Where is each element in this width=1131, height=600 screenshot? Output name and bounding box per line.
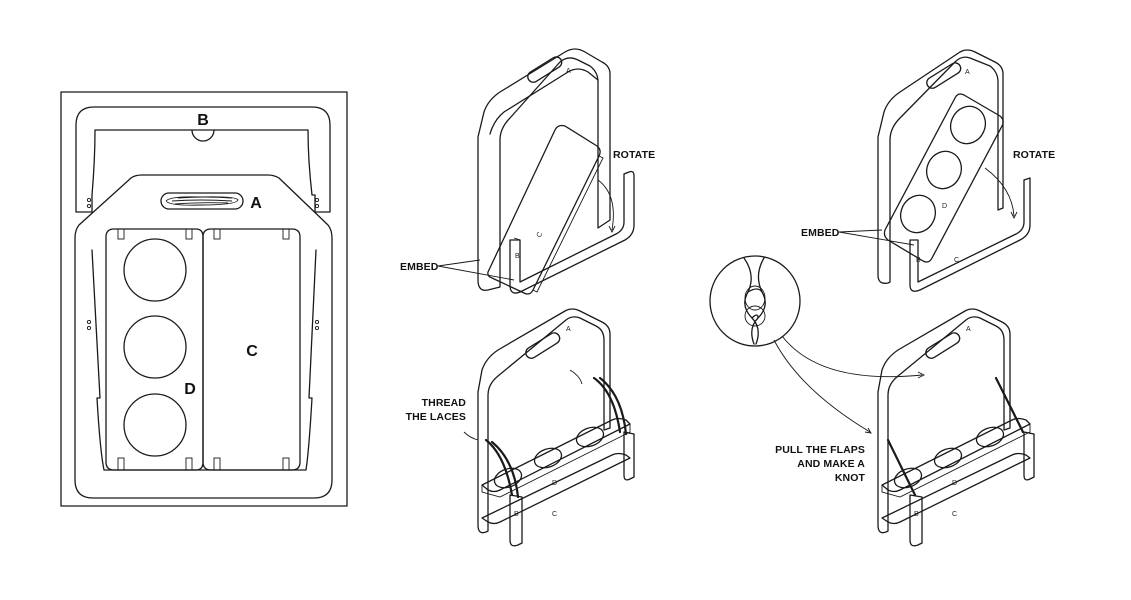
- cup-hole-1: [123, 238, 187, 302]
- handle-slot: [925, 332, 961, 359]
- svg-text:C: C: [536, 231, 545, 239]
- frame-a: [877, 308, 1011, 534]
- svg-text:B: B: [514, 511, 519, 518]
- cup-hole-3: [899, 194, 937, 234]
- svg-text:A: A: [566, 326, 571, 333]
- lace-left-1: [484, 438, 514, 497]
- part-c-outline: [202, 228, 301, 471]
- sheet-border: [60, 91, 348, 507]
- embed-label: EMBED: [400, 261, 439, 273]
- label-part-a: A: [250, 195, 262, 212]
- thread-caption-line2: THE LACES: [406, 411, 466, 423]
- rotate-arrow: [984, 167, 1015, 217]
- rotate-arrow: [597, 179, 614, 231]
- pull-caption-line3: KNOT: [835, 472, 866, 484]
- shelf-c: [481, 452, 631, 525]
- pull-caption-line2: AND MAKE A: [797, 458, 865, 470]
- cup-hole-2: [925, 150, 963, 190]
- shelf-c: [881, 452, 1031, 525]
- embed-leader: [437, 259, 515, 281]
- svg-text:A: A: [566, 68, 571, 75]
- svg-text:C: C: [954, 257, 959, 264]
- flat-layout: B A C D: [60, 91, 348, 507]
- svg-text:C: C: [952, 511, 957, 518]
- step-4-pull-and-knot: A D C B PULL THE FLAPS AND MAKE A KNOT: [709, 255, 1035, 547]
- cup-hole-1: [949, 105, 987, 145]
- part-b-base: [909, 177, 1031, 292]
- part-d-outline: [105, 228, 204, 471]
- part-b-notch: [191, 129, 215, 142]
- step-3-thread-laces: A D C B THREAD THE LACES: [406, 308, 635, 547]
- handle-slot: [926, 62, 962, 89]
- svg-text:A: A: [966, 326, 971, 333]
- cup-hole-2: [123, 315, 187, 379]
- part-a-outline: [74, 174, 333, 499]
- part-a-inner: [91, 249, 317, 471]
- svg-text:A: A: [965, 69, 970, 76]
- lace-left: [886, 438, 917, 497]
- lace-right: [994, 376, 1025, 434]
- svg-text:C: C: [552, 511, 557, 518]
- cup-hole-2: [533, 447, 563, 469]
- handle-slot: [525, 332, 561, 359]
- part-b-base: [509, 170, 635, 294]
- label-part-d: D: [184, 381, 196, 398]
- handle-slot: [527, 56, 563, 83]
- step-1-embed-rotate-c: A C B ROTATE EMBED: [400, 48, 655, 295]
- part-b-side: [509, 494, 523, 547]
- handle-slot: [160, 192, 244, 210]
- part-b-side: [909, 494, 923, 547]
- cup-hole-3: [575, 426, 605, 448]
- cup-hole-3: [123, 393, 187, 457]
- embed-label: EMBED: [801, 227, 840, 239]
- knot-icon: [743, 257, 766, 345]
- cup-hole-2: [933, 447, 963, 469]
- lace-left-2: [490, 440, 520, 499]
- label-part-b: B: [197, 112, 209, 129]
- frame-a: [477, 308, 611, 534]
- cup-hole-3: [975, 426, 1005, 448]
- part-b-outline: [75, 106, 331, 213]
- lace-right-2: [598, 376, 628, 436]
- panel-d: [883, 93, 1004, 263]
- pull-caption-line1: PULL THE FLAPS: [775, 444, 865, 456]
- svg-text:B: B: [515, 253, 520, 260]
- lace-right-1: [592, 376, 622, 434]
- knot-detail-circle: [709, 255, 801, 347]
- rotate-label: ROTATE: [1013, 149, 1055, 161]
- frame-a: [877, 49, 1004, 284]
- rotate-label: ROTATE: [613, 149, 655, 161]
- svg-text:B: B: [914, 511, 919, 518]
- label-part-c: C: [246, 343, 258, 360]
- svg-text:B: B: [916, 257, 921, 264]
- pointer-arrow-2: [773, 339, 871, 433]
- pointer-arrow-1: [781, 335, 923, 378]
- panel-c: [487, 124, 601, 295]
- step-2-embed-rotate-d: A D B C ROTATE EMBED: [801, 49, 1055, 292]
- frame-a: [477, 48, 611, 291]
- embed-leader: [838, 229, 915, 246]
- svg-text:D: D: [942, 203, 947, 210]
- thread-caption-line1: THREAD: [422, 397, 467, 409]
